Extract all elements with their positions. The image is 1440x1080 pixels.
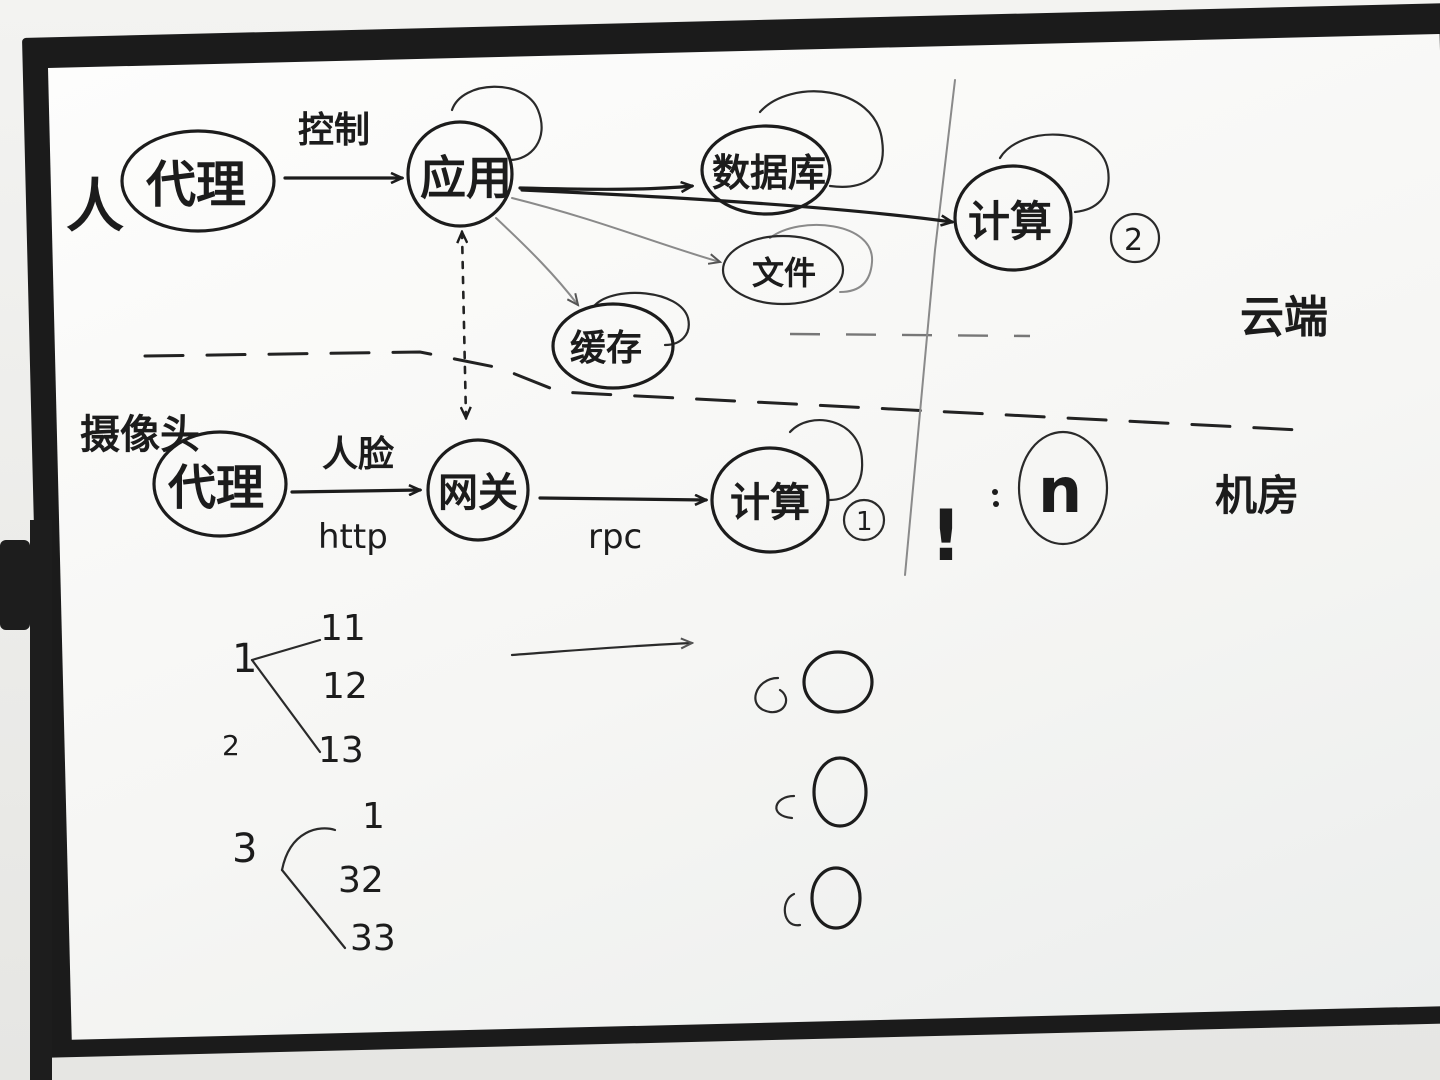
doodle-shape-1-c — [754, 676, 788, 714]
note-32: 32 — [338, 860, 384, 901]
node-gateway-label: 网关 — [438, 470, 518, 516]
doodle-shape-2 — [775, 756, 868, 828]
label-rpc: rpc — [588, 517, 642, 557]
arrow-gateway-to-compute — [538, 498, 706, 500]
note-31: 1 — [362, 796, 385, 837]
marker-circle-1-label: 1 — [856, 507, 873, 537]
doodle-shape-3 — [783, 866, 862, 930]
arrow-app-gateway-sync — [462, 232, 466, 418]
marker-circle-2-label: 2 — [1124, 223, 1143, 258]
node-agent-top-circle — [120, 129, 276, 233]
ellipsis-dot-1 — [992, 489, 998, 495]
node-compute-cloud-loop — [998, 133, 1110, 214]
label-face: 人脸 — [322, 433, 395, 475]
label-person: 人 — [66, 172, 124, 240]
node-agent-bottom: 代理 — [152, 430, 288, 538]
doodle-shape-2-o — [812, 756, 868, 828]
node-database-circle — [700, 124, 832, 216]
node-app-circle — [406, 120, 514, 228]
node-agent-top: 代理 — [120, 129, 276, 233]
node-file: 文件 — [721, 223, 874, 306]
note-2: 2 — [222, 729, 240, 762]
node-database-label: 数据库 — [712, 151, 826, 195]
arrow-notes-to-shapes — [510, 643, 692, 657]
note-13: 13 — [318, 730, 364, 771]
node-agent-top-label: 代理 — [145, 156, 246, 214]
node-cache-circle — [551, 302, 675, 390]
arrow-app-to-database — [518, 186, 692, 189]
node-file-loop — [769, 223, 874, 293]
node-compute-cloud-label: 计算 — [968, 197, 1052, 246]
label-cloud: 云端 — [1240, 292, 1328, 343]
label-control: 控制 — [298, 110, 370, 151]
stand-leg — [30, 520, 52, 1080]
node-compute-local-loop — [788, 419, 864, 502]
node-n: n — [1017, 430, 1109, 546]
node-cache: 缓存 — [551, 291, 690, 390]
marker-circle-2: 2 — [1109, 212, 1161, 264]
arrow-app-to-compute-cloud — [520, 188, 952, 222]
branch-line-1a — [250, 638, 322, 662]
node-compute-local-circle — [710, 446, 830, 554]
branch-line-3b — [280, 868, 347, 950]
branch-line-1b — [250, 658, 322, 754]
vertical-divider-line — [904, 79, 956, 576]
arrow-app-to-cache — [495, 217, 578, 305]
branch-line-3a — [280, 827, 337, 872]
node-app-label: 应用 — [420, 151, 512, 205]
marker-circle-2-ring — [1109, 212, 1161, 264]
note-bang: ! — [930, 495, 962, 577]
marker-circle-1: 1 — [842, 498, 886, 542]
label-machine-room: 机房 — [1215, 471, 1299, 520]
doodle-shape-1 — [754, 650, 874, 714]
node-compute-cloud-circle — [953, 164, 1073, 272]
node-cache-loop — [593, 291, 690, 347]
note-11: 11 — [320, 608, 366, 649]
node-file-circle — [721, 234, 845, 306]
node-database-loop — [758, 90, 884, 188]
doodle-shape-2-c — [775, 794, 796, 820]
node-app-loop — [450, 85, 543, 162]
node-compute-local: 计算 — [710, 419, 864, 554]
cloud-boundary-line — [143, 350, 1302, 432]
note-3: 3 — [232, 826, 257, 872]
doodle-shape-3-c — [783, 892, 802, 927]
stand-clamp — [0, 540, 30, 630]
node-compute-cloud: 计算 — [953, 133, 1110, 272]
arrow-agent-to-gateway — [290, 490, 420, 492]
node-n-circle — [1017, 430, 1109, 546]
cloud-boundary-faint — [789, 332, 1031, 338]
node-cache-label: 缓存 — [570, 328, 642, 369]
ellipsis-dot-2 — [993, 501, 999, 507]
node-file-label: 文件 — [752, 254, 816, 292]
node-n-label: n — [1038, 454, 1082, 527]
arrow-app-to-file — [511, 197, 720, 262]
node-gateway: 网关 — [426, 438, 530, 542]
node-database: 数据库 — [700, 90, 884, 216]
note-33: 33 — [350, 918, 396, 959]
marker-circle-1-ring — [842, 498, 886, 542]
doodle-shape-3-o — [810, 866, 862, 930]
node-compute-local-label: 计算 — [730, 480, 810, 526]
node-agent-bottom-circle — [152, 430, 288, 538]
note-12: 12 — [322, 666, 368, 707]
node-app: 应用 — [406, 85, 543, 228]
node-agent-bottom-label: 代理 — [167, 460, 264, 516]
doodle-shape-1-o — [802, 650, 874, 714]
label-camera: 摄像头 — [80, 412, 200, 458]
node-gateway-circle — [426, 438, 530, 542]
label-http: http — [318, 517, 388, 557]
